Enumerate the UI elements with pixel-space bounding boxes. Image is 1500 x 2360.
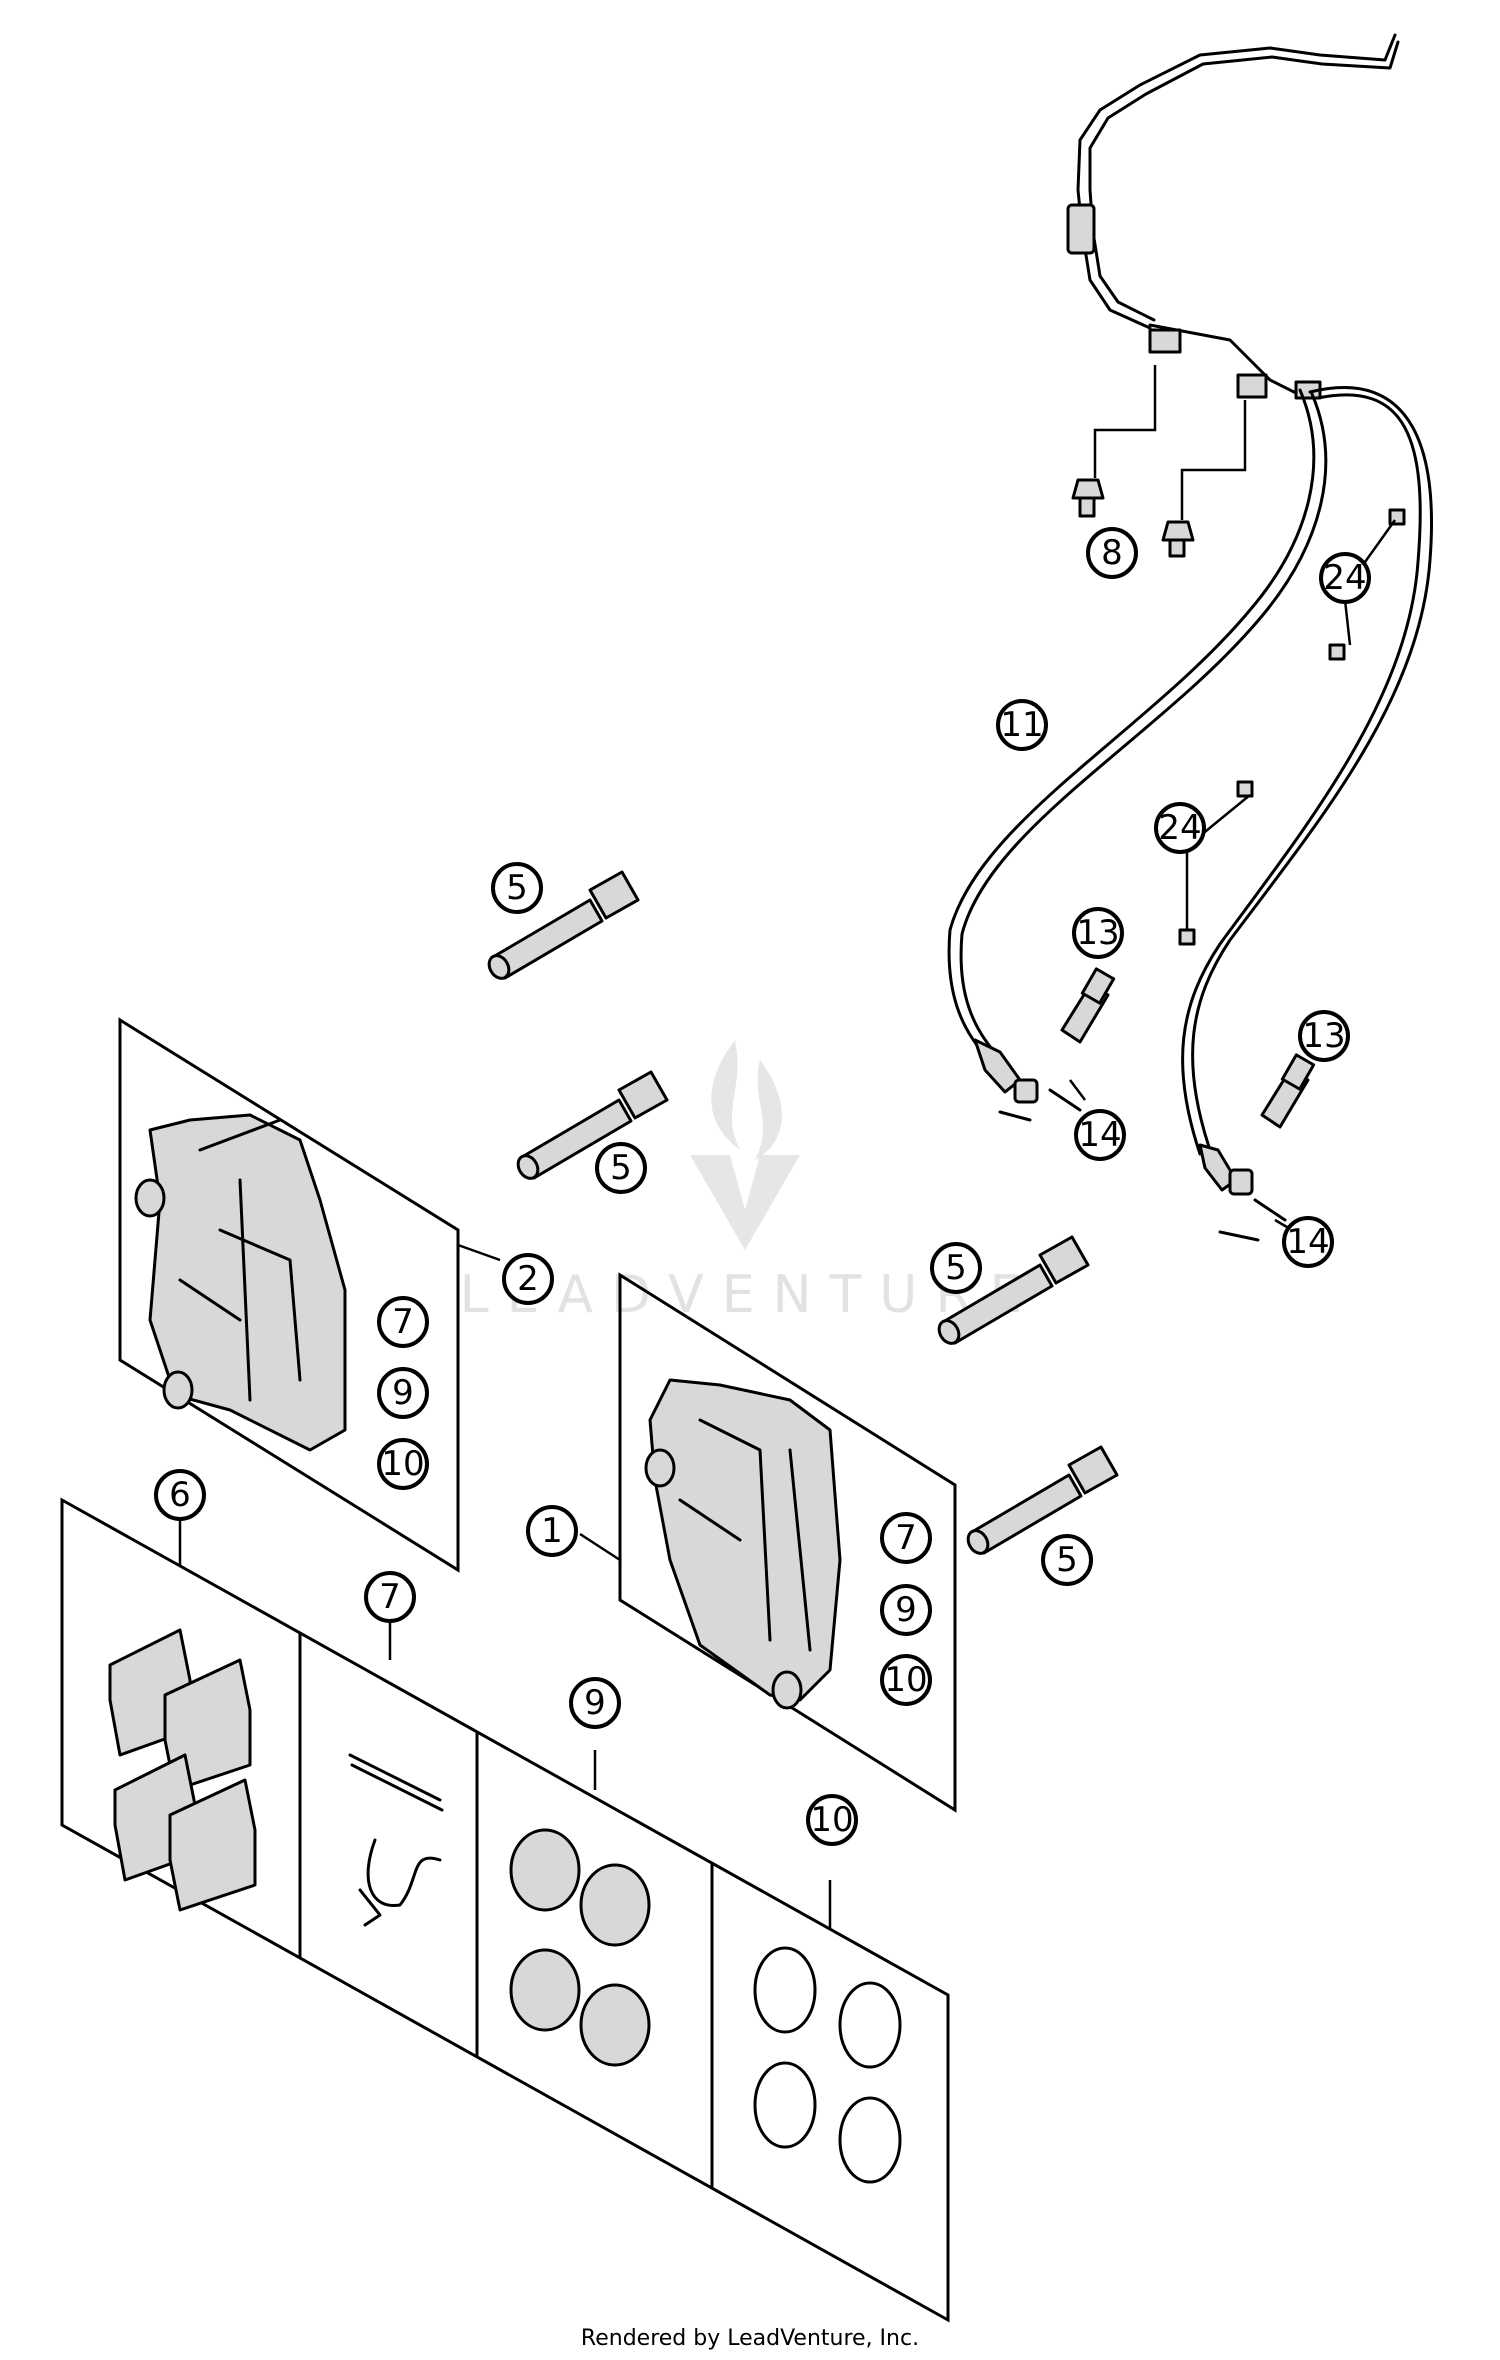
svg-text:13: 13 — [1302, 1016, 1345, 1056]
svg-text:5: 5 — [610, 1148, 632, 1188]
svg-text:1: 1 — [541, 1511, 563, 1551]
svg-text:2: 2 — [517, 1259, 539, 1299]
callout-10: 10 — [377, 1438, 429, 1490]
callout-7: 7 — [377, 1296, 429, 1348]
callout-11: 11 — [996, 699, 1048, 751]
svg-text:7: 7 — [379, 1577, 401, 1617]
watermark-logo: LEADVENTURE — [460, 1040, 1022, 1325]
callout-7: 7 — [880, 1512, 932, 1564]
caliper-bolts — [487, 870, 1119, 1555]
callout-24: 24 — [1319, 552, 1371, 604]
svg-text:11: 11 — [1000, 705, 1043, 745]
caliper-2-group — [118, 1017, 501, 1573]
svg-text:24: 24 — [1323, 558, 1366, 598]
callout-14: 14 — [1282, 1216, 1334, 1268]
svg-text:24: 24 — [1158, 808, 1201, 848]
svg-text:6: 6 — [169, 1475, 191, 1515]
svg-text:10: 10 — [884, 1660, 927, 1700]
svg-text:13: 13 — [1076, 913, 1119, 953]
callout-13: 13 — [1072, 907, 1124, 959]
callout-13: 13 — [1298, 1010, 1350, 1062]
svg-text:14: 14 — [1286, 1222, 1329, 1262]
callout-6: 6 — [154, 1469, 206, 1521]
svg-text:5: 5 — [506, 868, 528, 908]
callout-14: 14 — [1074, 1109, 1126, 1161]
callout-1: 1 — [526, 1505, 578, 1557]
callout-5: 5 — [491, 862, 543, 914]
svg-text:7: 7 — [392, 1302, 414, 1342]
callout-5: 5 — [930, 1242, 982, 1294]
repair-kit-panels — [60, 1497, 950, 2323]
callout-7: 7 — [364, 1571, 416, 1623]
svg-text:9: 9 — [895, 1590, 917, 1630]
callout-10: 10 — [880, 1654, 932, 1706]
callout-9: 9 — [377, 1367, 429, 1419]
render-credit: Rendered by LeadVenture, Inc. — [580, 2326, 920, 2351]
svg-text:9: 9 — [392, 1373, 414, 1413]
callout-2: 2 — [502, 1253, 554, 1305]
callout-5: 5 — [595, 1142, 647, 1194]
svg-text:7: 7 — [895, 1518, 917, 1558]
callout-9: 9 — [569, 1677, 621, 1729]
callout-24: 24 — [1154, 802, 1206, 854]
brake-hose-assembly — [947, 33, 1433, 1242]
svg-text:10: 10 — [381, 1444, 424, 1484]
svg-text:10: 10 — [810, 1800, 853, 1840]
svg-text:5: 5 — [945, 1248, 967, 1288]
caliper-1-group — [579, 1272, 957, 1813]
svg-text:9: 9 — [584, 1683, 606, 1723]
svg-text:8: 8 — [1101, 533, 1123, 573]
callout-9: 9 — [880, 1584, 932, 1636]
svg-text:5: 5 — [1056, 1540, 1078, 1580]
callout-10: 10 — [806, 1794, 858, 1846]
svg-text:14: 14 — [1078, 1115, 1121, 1155]
callout-8: 8 — [1086, 527, 1138, 579]
callout-5: 5 — [1041, 1534, 1093, 1586]
